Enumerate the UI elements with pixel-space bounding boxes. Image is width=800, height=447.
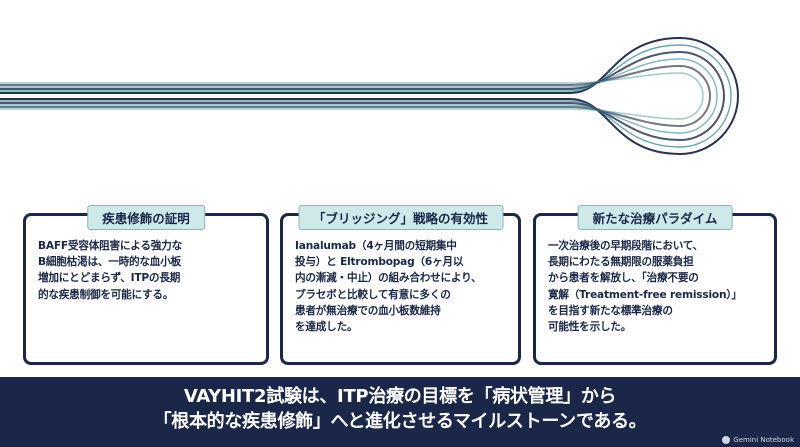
conclusion-line-2: 「根本的な疾患修飾」へと進化させるマイルストーンである。 — [153, 411, 647, 432]
card-title: 新たな治療パラダイム — [577, 205, 733, 230]
card-new-paradigm: 新たな治療パラダイム 一次治療後の早期段階において、 長期にわたる無期限の服薬負… — [533, 205, 777, 365]
card-title: 疾患修飾の証明 — [87, 205, 205, 230]
loop-line — [0, 36, 739, 156]
conclusion-line-1: VAYHIT2試験は、ITP治療の目標を「病状管理」から — [183, 386, 617, 407]
brand-label: Gemini Notebook — [733, 436, 794, 444]
loop-lines — [0, 36, 739, 156]
loop-line — [0, 64, 711, 128]
card-bridging-strategy: 「ブリッジング」戦略の有効性 Ianalumab（4ヶ月間の短期集中 投与）と … — [280, 205, 521, 365]
loop-line — [0, 58, 718, 134]
card-title: 「ブリッジング」戦略の有効性 — [297, 205, 504, 230]
card-body: BAFF受容体阻害による強力な B細胞枯渇は、一時的な血小板 増加にとどまらず、… — [38, 240, 182, 301]
card-body: Ianalumab（4ヶ月間の短期集中 投与）と Eltrombopag（6ヶ月… — [295, 240, 482, 334]
gemini-notebook-icon — [722, 436, 731, 444]
card-disease-modification: 疾患修飾の証明 BAFF受容体阻害による強力な B細胞枯渇は、一時的な血小板 増… — [23, 205, 269, 365]
loop-line — [0, 50, 725, 142]
brand-mark: Gemini Notebook — [722, 436, 794, 444]
loop-line — [0, 72, 704, 120]
conclusion-banner: VAYHIT2試験は、ITP治療の目標を「病状管理」から 「根本的な疾患修飾」へ… — [0, 377, 800, 447]
hero-loop-graphic — [0, 36, 739, 156]
card-body: 一次治療後の早期段階において、 長期にわたる無期限の服薬負担 から患者を解放し、… — [548, 240, 742, 334]
loop-line — [0, 44, 732, 148]
